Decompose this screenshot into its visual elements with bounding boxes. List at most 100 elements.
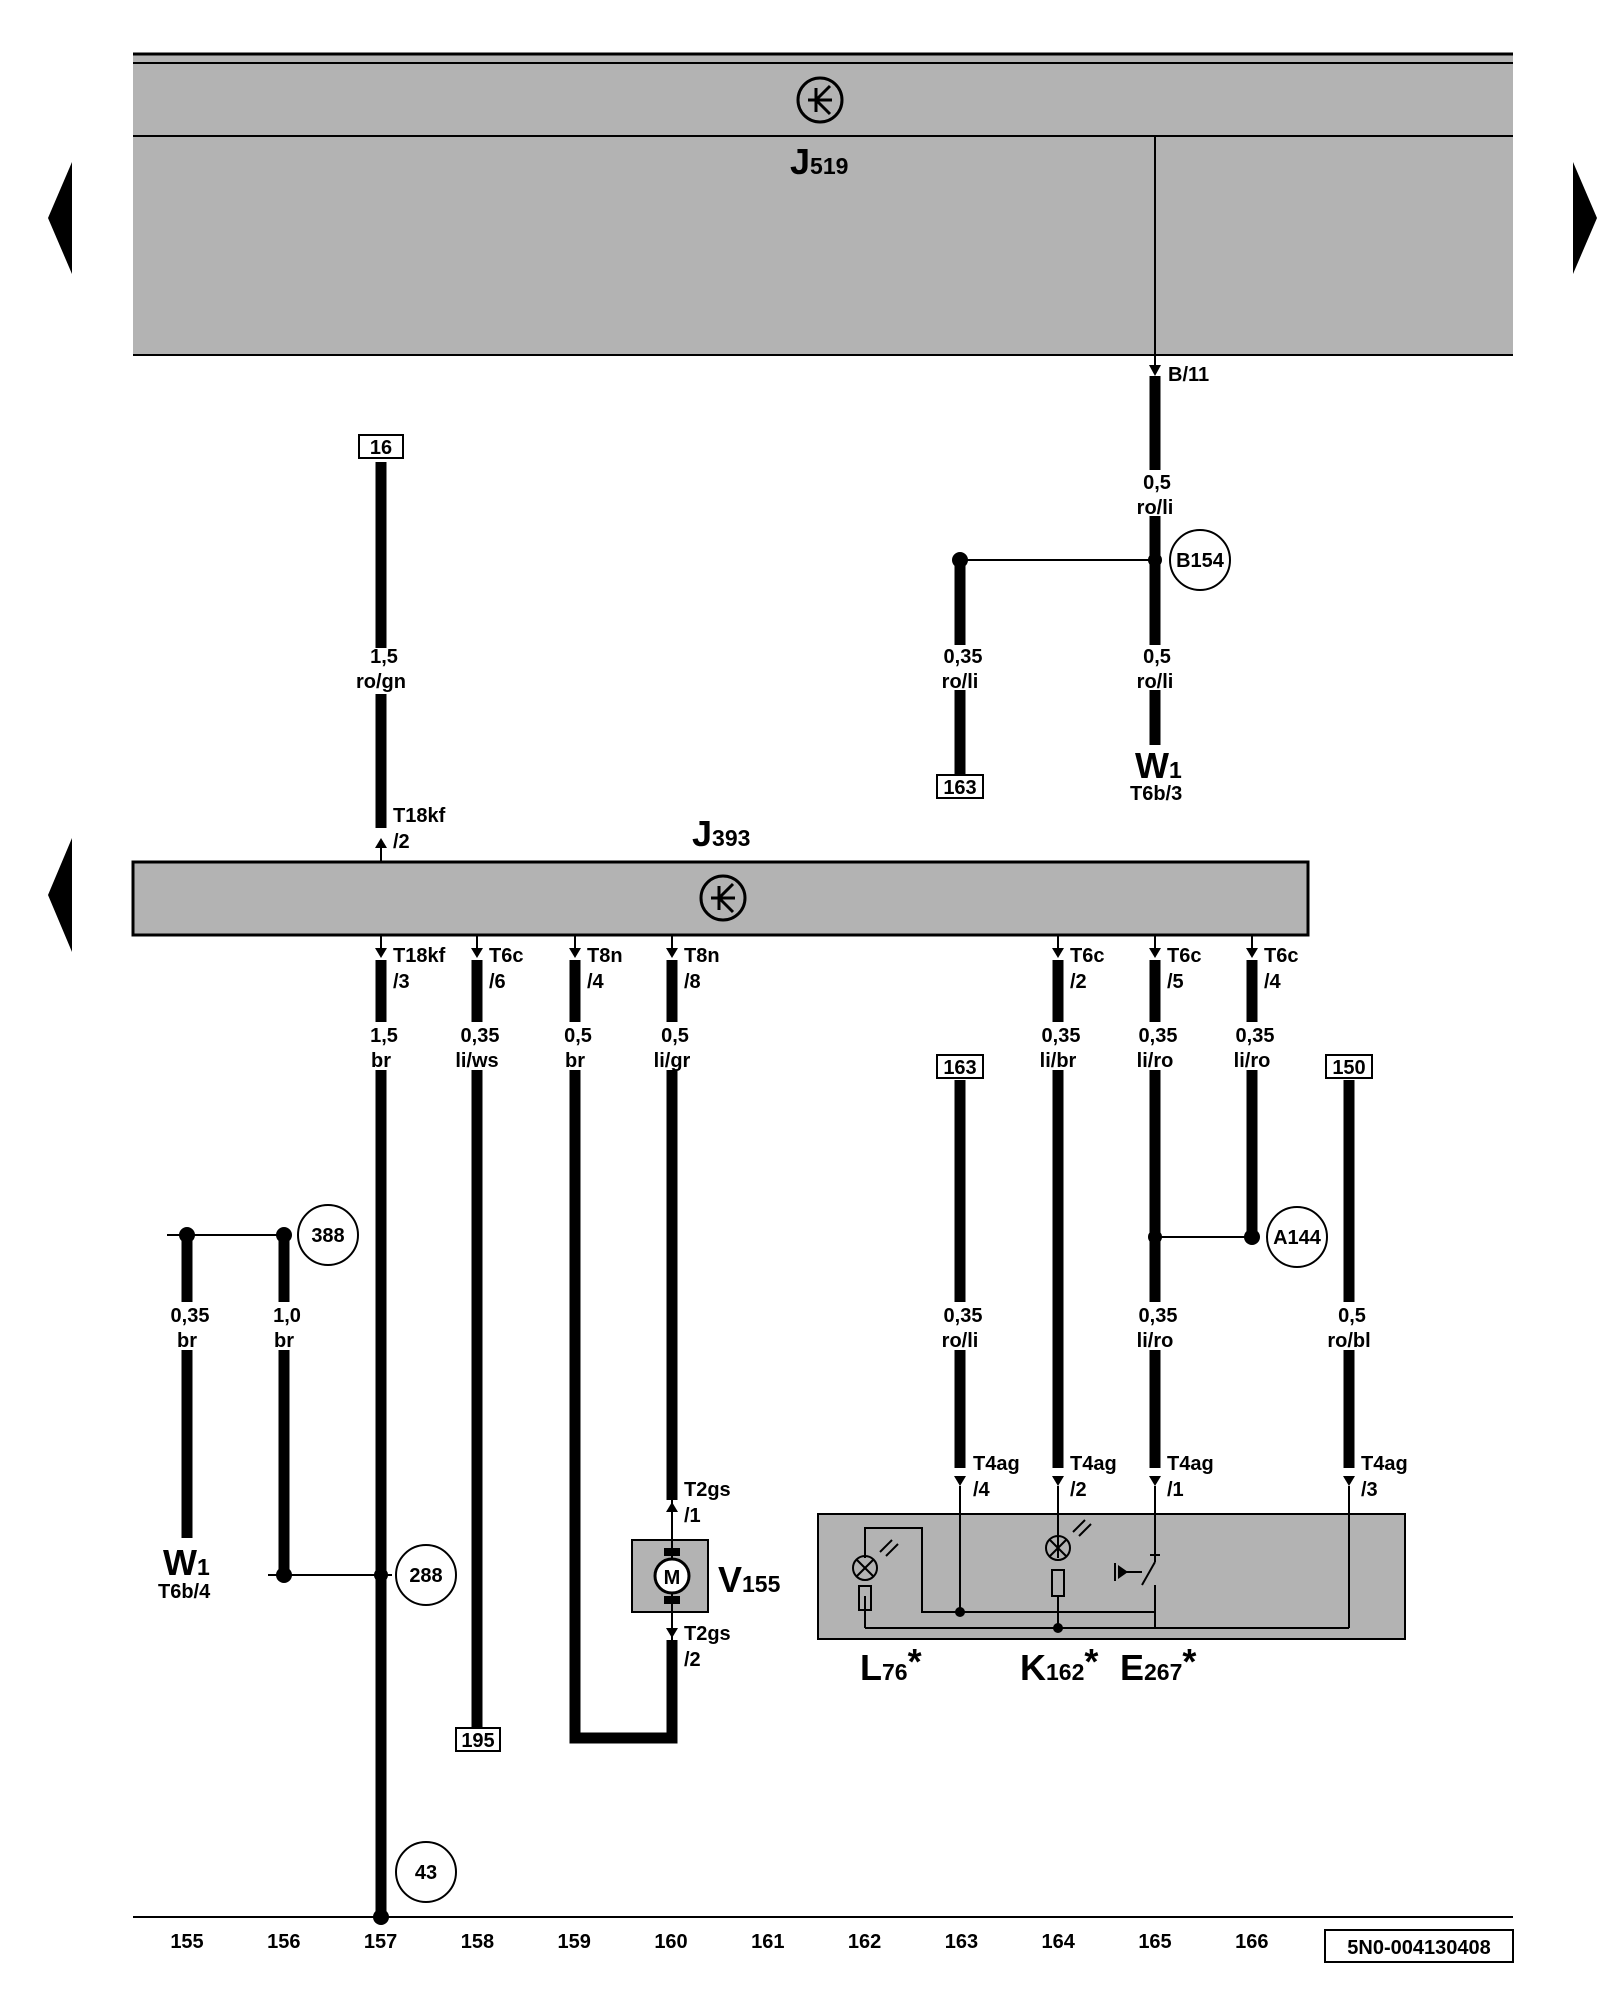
ref-box-163-top[interactable]: 163	[936, 774, 984, 799]
ref-box-195[interactable]: 195	[455, 1727, 501, 1752]
svg-text:0,35: 0,35	[171, 1305, 210, 1327]
nav-right-top-arrow[interactable]	[1573, 162, 1597, 274]
svg-text:ro/li: ro/li	[1137, 671, 1174, 693]
svg-text:T6c: T6c	[1264, 945, 1298, 967]
svg-text:1,0: 1,0	[273, 1305, 301, 1327]
ruler-number: 163	[945, 1931, 978, 1953]
svg-text:T4ag: T4ag	[1361, 1453, 1408, 1475]
svg-text:br: br	[565, 1050, 585, 1072]
connection-43[interactable]: 43	[395, 1841, 457, 1903]
ref-box-16[interactable]: 16	[358, 434, 404, 459]
j519-label: J519	[790, 141, 848, 182]
svg-text:/3: /3	[393, 971, 410, 993]
ruler-number: 162	[848, 1931, 881, 1953]
svg-text:/8: /8	[684, 971, 701, 993]
pin-labels: B/11 T18kf /2 T18kf /3 T6c /6 T8n /4 T8n…	[393, 364, 1408, 1671]
nav-left-mid-arrow[interactable]	[48, 838, 72, 952]
svg-text:ro/li: ro/li	[1137, 497, 1174, 519]
component-labels: W1 T6b/3 W1 T6b/4 V155 L76* K162* E267*	[158, 745, 1196, 1688]
motor-icon: M	[664, 1567, 681, 1589]
svg-text:B/11: B/11	[1168, 364, 1209, 386]
svg-text:li/br: li/br	[1040, 1050, 1077, 1072]
svg-text:br: br	[371, 1050, 391, 1072]
svg-text:T6c: T6c	[489, 945, 523, 967]
svg-text:150: 150	[1332, 1057, 1365, 1079]
ref-box-150[interactable]: 150	[1325, 1054, 1373, 1079]
svg-text:ro/li: ro/li	[942, 671, 979, 693]
svg-text:388: 388	[311, 1225, 344, 1247]
svg-text:/4: /4	[1264, 971, 1282, 993]
ruler-number: 160	[654, 1931, 687, 1953]
connection-388[interactable]: 388	[297, 1204, 359, 1266]
k162-label: K162*	[1020, 1641, 1098, 1688]
svg-text:T4ag: T4ag	[1070, 1453, 1117, 1475]
switch-lamp-assembly	[817, 1486, 1406, 1640]
connection-288[interactable]: 288	[395, 1544, 457, 1606]
control-unit-j393: J393	[131, 813, 1310, 937]
svg-text:0,5: 0,5	[661, 1025, 689, 1047]
wire-labels: 1,5 ro/gn 0,5 ro/li 0,35 ro/li 0,5 ro/li…	[171, 472, 1371, 1352]
j393-label: J393	[692, 813, 750, 854]
lamp-k162-icon	[1045, 1519, 1092, 1597]
svg-text:T6c: T6c	[1167, 945, 1201, 967]
e267-label: E267*	[1120, 1641, 1196, 1688]
svg-text:0,35: 0,35	[944, 1305, 983, 1327]
svg-text:T18kf: T18kf	[393, 945, 446, 967]
ruler-number: 161	[751, 1931, 784, 1953]
svg-text:ro/li: ro/li	[942, 1330, 979, 1352]
column-ruler: 1551561571581591601611621631641651661671…	[170, 1931, 1462, 1953]
svg-text:/5: /5	[1167, 971, 1184, 993]
svg-text:0,35: 0,35	[1042, 1025, 1081, 1047]
svg-text:br: br	[177, 1330, 197, 1352]
svg-text:1,5: 1,5	[370, 646, 398, 668]
wire-br-motor-loop	[569, 1070, 678, 1744]
svg-text:T8n: T8n	[587, 945, 623, 967]
svg-text:/4: /4	[587, 971, 605, 993]
svg-text:163: 163	[943, 777, 976, 799]
svg-text:T4ag: T4ag	[973, 1453, 1020, 1475]
motor-v155: M	[631, 1500, 709, 1640]
svg-text:163: 163	[943, 1057, 976, 1079]
svg-text:195: 195	[461, 1730, 494, 1752]
svg-text:/2: /2	[684, 1649, 701, 1671]
lamp-l76-icon	[852, 1539, 899, 1611]
document-code: 5N0-004130408	[1324, 1929, 1514, 1963]
svg-text:ro/gn: ro/gn	[356, 671, 406, 693]
switch-e267-icon	[1114, 1561, 1156, 1586]
svg-text:B154: B154	[1176, 550, 1225, 572]
svg-text:/3: /3	[1361, 1479, 1378, 1501]
svg-text:T6c: T6c	[1070, 945, 1104, 967]
connection-a144[interactable]: A144	[1266, 1206, 1328, 1268]
svg-text:0,35: 0,35	[1236, 1025, 1275, 1047]
ref-box-163-mid[interactable]: 163	[936, 1054, 984, 1079]
svg-text:0,5: 0,5	[1338, 1305, 1366, 1327]
v155-label: V155	[718, 1559, 781, 1600]
svg-text:/2: /2	[1070, 1479, 1087, 1501]
w1-top-pin: T6b/3	[1130, 783, 1182, 805]
ruler-number: 157	[364, 1931, 397, 1953]
svg-text:/2: /2	[1070, 971, 1087, 993]
svg-text:/2: /2	[393, 831, 410, 853]
svg-text:0,5: 0,5	[1143, 646, 1171, 668]
svg-text:0,35: 0,35	[944, 646, 983, 668]
svg-text:288: 288	[409, 1565, 442, 1587]
electronic-symbol-icon	[796, 76, 844, 124]
svg-text:li/ro: li/ro	[1137, 1330, 1174, 1352]
ruler-number: 158	[461, 1931, 494, 1953]
connection-b154[interactable]: B154	[1169, 529, 1231, 591]
svg-text:T4ag: T4ag	[1167, 1453, 1214, 1475]
svg-text:T8n: T8n	[684, 945, 720, 967]
svg-text:/6: /6	[489, 971, 506, 993]
ruler-number: 166	[1235, 1931, 1268, 1953]
ruler-number: 165	[1138, 1931, 1171, 1953]
w1-bottom-pin: T6b/4	[158, 1581, 211, 1603]
svg-text:5N0-004130408: 5N0-004130408	[1347, 1937, 1490, 1959]
svg-text:li/ws: li/ws	[455, 1050, 498, 1072]
svg-text:li/gr: li/gr	[654, 1050, 691, 1072]
svg-text:li/ro: li/ro	[1137, 1050, 1174, 1072]
nav-left-top-arrow[interactable]	[48, 162, 72, 274]
ruler-number: 155	[170, 1931, 203, 1953]
svg-text:43: 43	[415, 1862, 437, 1884]
svg-text:ro/bl: ro/bl	[1327, 1330, 1370, 1352]
